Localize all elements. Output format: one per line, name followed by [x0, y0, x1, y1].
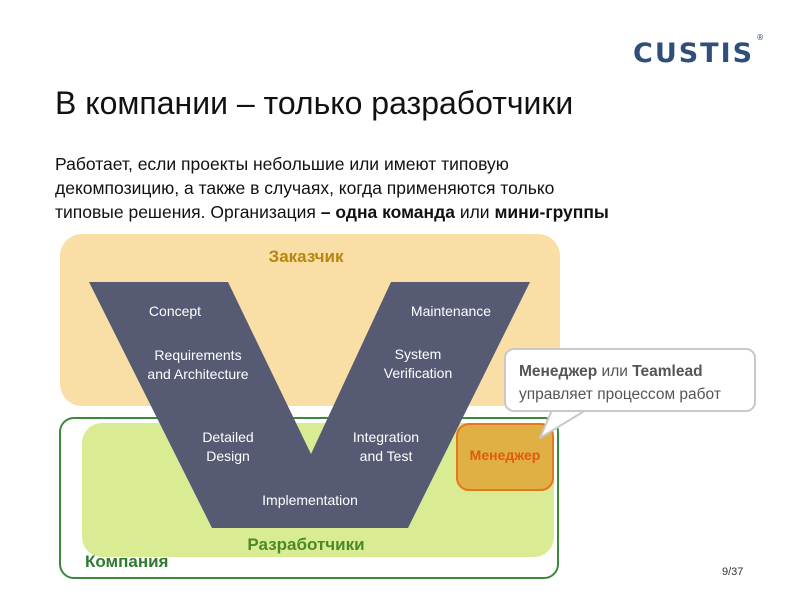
stage-implementation: Implementation: [262, 492, 358, 508]
stage-integration-line2: and Test: [360, 448, 413, 464]
slide-lead-text: Работает, если проекты небольшие или име…: [55, 152, 755, 224]
page-number: 9/37: [722, 566, 744, 578]
callout-or: или: [597, 363, 633, 380]
stage-maintenance: Maintenance: [411, 303, 491, 319]
v-shape: [89, 282, 530, 528]
stage-requirements-line1: Requirements: [154, 347, 241, 363]
stage-detailed-line2: Design: [206, 448, 250, 464]
stage-system-line1: System: [395, 346, 442, 362]
stage-requirements-line2: and Architecture: [147, 366, 248, 382]
lead-bold-one-team: одна команда: [335, 202, 455, 222]
callout-pointer: [539, 409, 587, 439]
lead-bold-mini-groups: мини-группы: [494, 202, 609, 222]
lead-or: или: [454, 202, 495, 222]
manager-box: [456, 423, 554, 491]
custis-logo: CUSTIS®: [633, 33, 765, 69]
callout-line-2: управляет процессом работ: [519, 386, 721, 403]
lead-dash: –: [320, 202, 331, 222]
stage-integration-line1: Integration: [353, 429, 419, 445]
developers-label: Разработчики: [247, 535, 364, 554]
manager-label: Менеджер: [470, 447, 541, 463]
lead-line-1: Работает, если проекты небольшие или име…: [55, 154, 509, 174]
lead-line-2: декомпозицию, а также в случаях, когда п…: [55, 178, 555, 198]
company-label: Компания: [85, 552, 168, 571]
customer-label: Заказчик: [269, 247, 344, 266]
stage-concept: Concept: [149, 303, 201, 319]
lead-line-3: типовые решения. Организация: [55, 202, 321, 222]
callout-bold-teamlead: Teamlead: [632, 363, 703, 380]
slide-title: В компании – только разработчики: [55, 85, 574, 121]
stage-detailed-line1: Detailed: [202, 429, 253, 445]
callout-bold-manager: Менеджер: [519, 363, 598, 380]
stage-system-line2: Verification: [384, 365, 452, 381]
manager-callout: Менеджер или Teamlead управляет процессо…: [504, 348, 756, 412]
